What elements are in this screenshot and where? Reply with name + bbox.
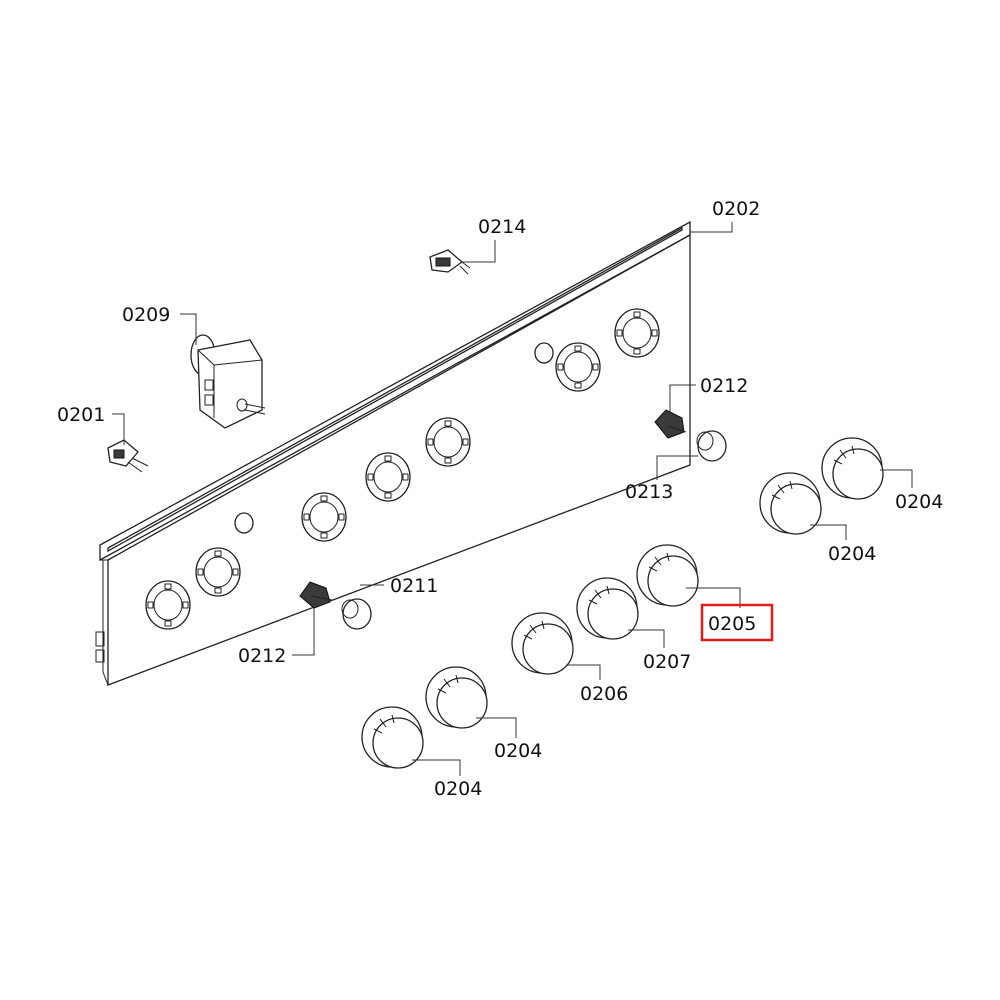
leader-lines xyxy=(112,222,913,776)
panel-lamp-opening xyxy=(534,342,554,364)
label-0207: 0207 xyxy=(643,651,691,673)
connector-0201 xyxy=(107,439,149,473)
knob-0204-upper-right xyxy=(821,437,884,500)
panel-opening xyxy=(195,547,241,597)
label-0204-lower-left: 0204 xyxy=(434,778,482,800)
lamp-cap-0213 xyxy=(696,430,727,462)
part-labels: 0214 0202 0209 0201 0212 0213 0204 0204 … xyxy=(57,198,943,800)
highlight-box-0205 xyxy=(700,603,774,642)
panel-opening xyxy=(614,308,660,358)
label-0209: 0209 xyxy=(122,304,170,326)
panel-knob-openings xyxy=(145,308,660,630)
knob-0205 xyxy=(636,544,699,607)
panel-opening xyxy=(145,580,191,630)
knob-0206 xyxy=(511,612,574,675)
label-0214: 0214 xyxy=(478,216,526,238)
switch-0209 xyxy=(190,334,266,429)
connector-0214 xyxy=(429,249,471,275)
label-0202: 0202 xyxy=(712,198,760,220)
label-0201: 0201 xyxy=(57,404,105,426)
label-0212-left: 0212 xyxy=(238,645,286,667)
label-0206: 0206 xyxy=(580,683,628,705)
label-0205: 0205 xyxy=(708,613,756,635)
knob-0204-lower-left xyxy=(361,706,424,769)
panel-opening xyxy=(555,342,601,392)
label-0211: 0211 xyxy=(390,575,438,597)
label-0204-middle: 0204 xyxy=(494,740,542,762)
panel-opening xyxy=(301,492,347,542)
panel-opening xyxy=(365,452,411,502)
knob-0204-right xyxy=(759,472,822,535)
lamp-holder-0212-left xyxy=(299,581,333,609)
panel-opening xyxy=(425,417,471,467)
label-0213: 0213 xyxy=(625,481,673,503)
knob-0204-middle xyxy=(425,666,488,729)
lamp-cap-0211 xyxy=(341,598,372,630)
panel-lamp-opening xyxy=(234,512,254,534)
label-0212-right: 0212 xyxy=(700,375,748,397)
label-0204-right: 0204 xyxy=(828,543,876,565)
knob-0207 xyxy=(576,577,639,640)
lamp-holder-0212-right xyxy=(654,409,687,439)
label-0204-upper-right: 0204 xyxy=(895,491,943,513)
